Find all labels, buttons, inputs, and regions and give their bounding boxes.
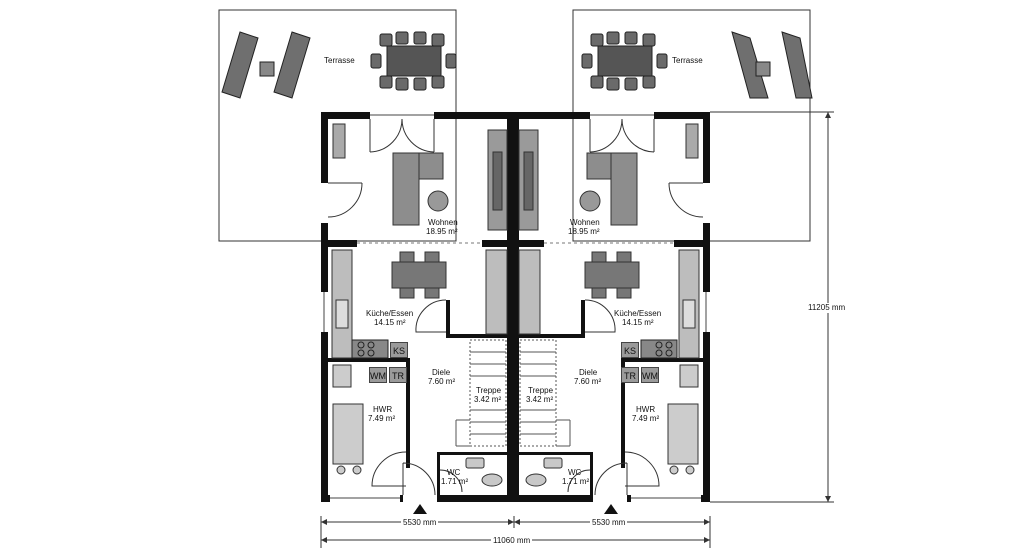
utility-fixture-icon [332,364,699,475]
dimension-width-right: 5530 mm [590,518,628,528]
entrance-arrow-icon [413,504,618,514]
kitchen-name-right: Küche/Essen [614,309,662,318]
utility-name-right: HWR [636,405,656,414]
outer-walls [321,112,710,502]
utility-name-left: HWR [373,405,393,414]
interior-walls [321,240,710,497]
hall-area-left: 7.60 m² [428,377,456,386]
kitchen-name-left: Küche/Essen [366,309,414,318]
kitchen-area-left: 14.15 m² [374,318,406,327]
dimension-total-depth: 11205 mm [806,303,848,313]
door-swings [327,118,704,496]
living-name-right: Wohnen [570,218,600,227]
utility-area-left: 7.49 m² [368,414,396,423]
terrace-label-left: Terrasse [324,56,355,65]
wc-area-right: 1.71 m² [562,477,590,486]
living-area-left: 18.95 m² [426,227,458,236]
shelf-icon [332,123,699,159]
washer-badge-right: WM [641,367,659,383]
stairs-area-left: 3.42 m² [474,395,502,404]
stairs-name-right: Treppe [528,386,554,395]
stairs-name-left: Treppe [476,386,502,395]
living-area-right: 18.95 m² [568,227,600,236]
tv-cabinet-icon [487,129,539,231]
living-name-left: Wohnen [428,218,458,227]
utility-area-right: 7.49 m² [632,414,660,423]
dryer-badge-left: TR [389,367,407,383]
kitchen-area-right: 14.15 m² [622,318,654,327]
dimension-arrows [321,112,831,543]
hall-name-left: Diele [432,368,451,377]
toilet-icon [465,457,563,487]
hall-area-right: 7.60 m² [574,377,602,386]
hall-name-right: Diele [579,368,598,377]
dimension-width-left: 5530 mm [401,518,439,528]
stairs-area-right: 3.42 m² [526,395,554,404]
windows [323,114,707,499]
stove-icon [351,339,678,359]
washer-badge-left: WM [369,367,387,383]
dining-table-icon [391,251,640,299]
staircase-icon [455,339,571,447]
dimension-total-width: 11060 mm [491,536,533,546]
wc-name-right: WC [568,468,582,477]
fridge-badge-right: KS [621,342,639,358]
coffee-table-icon [427,190,601,212]
wc-name-left: WC [447,468,461,477]
dryer-badge-right: TR [621,367,639,383]
sofa-icon [392,152,638,226]
fridge-badge-left: KS [390,342,408,358]
sun-lounger-icon [221,31,813,99]
outdoor-table-icon [370,31,668,91]
kitchen-counter-icon [331,249,700,359]
terrace-label-right: Terrasse [672,56,703,65]
wc-area-left: 1.71 m² [441,477,469,486]
